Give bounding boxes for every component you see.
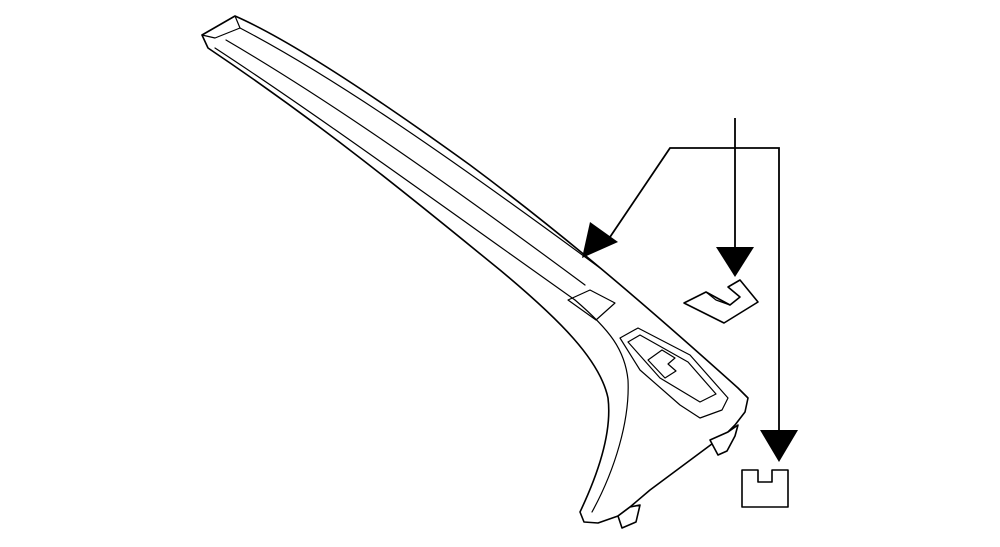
pocket-notch — [647, 349, 677, 379]
retainer-clip-slot — [705, 291, 731, 306]
pillar-trim-outline — [201, 15, 749, 524]
retainer-clip — [683, 279, 759, 324]
recess-pocket-inner — [627, 334, 717, 403]
callout-leaders — [582, 118, 798, 462]
groove-line-upper — [239, 27, 601, 269]
groove-line-lower — [214, 47, 576, 301]
square-nut-clip-shape — [741, 469, 789, 508]
inner-edge-line — [574, 299, 629, 513]
arrowhead-to-clip — [716, 247, 754, 277]
leader-bracket — [607, 147, 780, 430]
pillar-trim-panel — [201, 15, 749, 529]
top-end-cap — [201, 15, 241, 39]
arrowhead-to-panel — [582, 222, 618, 258]
square-nut-clip — [741, 469, 789, 508]
arrowhead-to-nut — [760, 430, 798, 462]
bottom-tab-left — [617, 504, 641, 529]
groove-line-mid — [225, 39, 586, 286]
tab-pad — [567, 289, 616, 321]
recess-pocket-outer — [619, 327, 729, 419]
bottom-tab-right — [709, 424, 739, 456]
